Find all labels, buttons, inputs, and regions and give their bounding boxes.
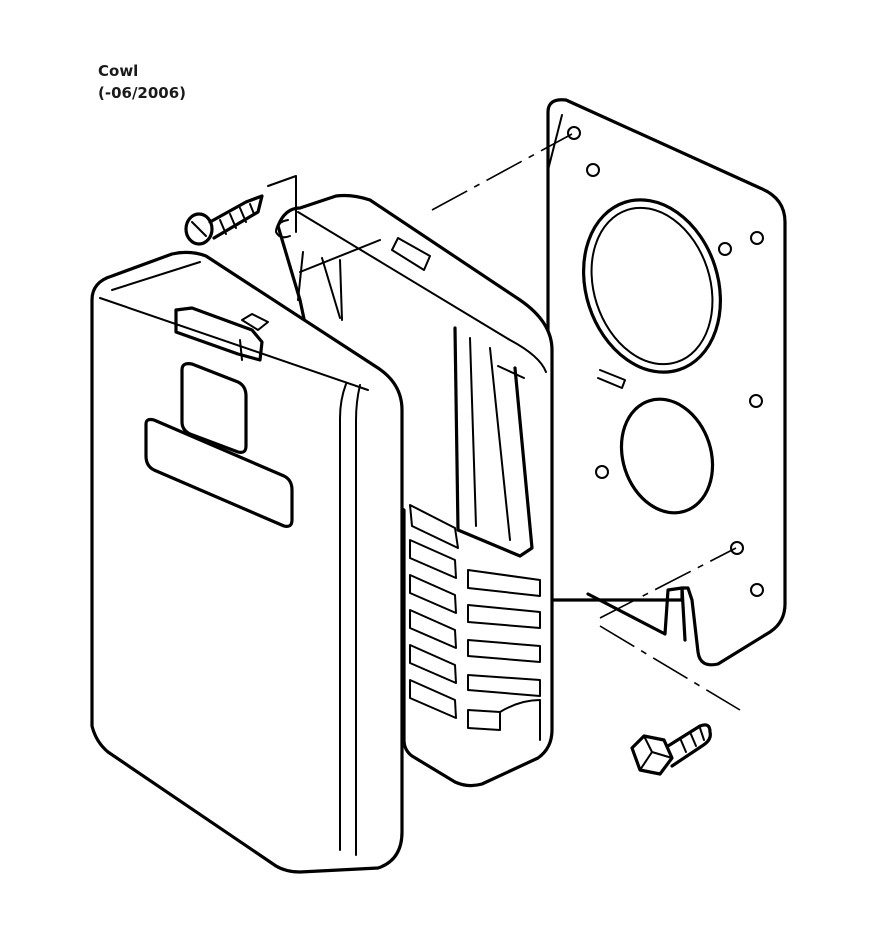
title-line-2: (-06/2006) — [98, 84, 187, 102]
plate-hole-icon — [586, 163, 600, 177]
plate-hole-icon — [718, 242, 732, 256]
cover-latch-slot — [241, 313, 269, 331]
bolt-head-icon — [630, 734, 674, 776]
cover-latch — [174, 306, 264, 362]
plate-hole-icon — [750, 231, 764, 245]
plate-hole-icon — [595, 465, 609, 479]
wood-screw — [184, 175, 297, 246]
mounting-plate — [546, 98, 787, 667]
title-line-1: Cowl — [98, 62, 139, 80]
frame-latch-slot — [391, 237, 431, 271]
plate-large-opening — [581, 198, 723, 374]
plate-hole-icon — [749, 394, 763, 408]
plate-hole-icon — [567, 126, 581, 140]
plate-hole-icon — [730, 541, 744, 555]
frame-vent-grille — [409, 504, 541, 741]
plate-small-opening — [619, 397, 715, 515]
diagram-title: Cowl (-06/2006) — [98, 60, 186, 104]
hex-bolt — [630, 723, 712, 776]
plate-hole-icon — [750, 583, 764, 597]
alignment-lines — [431, 133, 741, 711]
cowl-frame — [275, 193, 554, 788]
front-cover — [90, 250, 404, 874]
cover-label-recess — [180, 362, 248, 454]
cover-nameplate-recess — [144, 417, 294, 528]
